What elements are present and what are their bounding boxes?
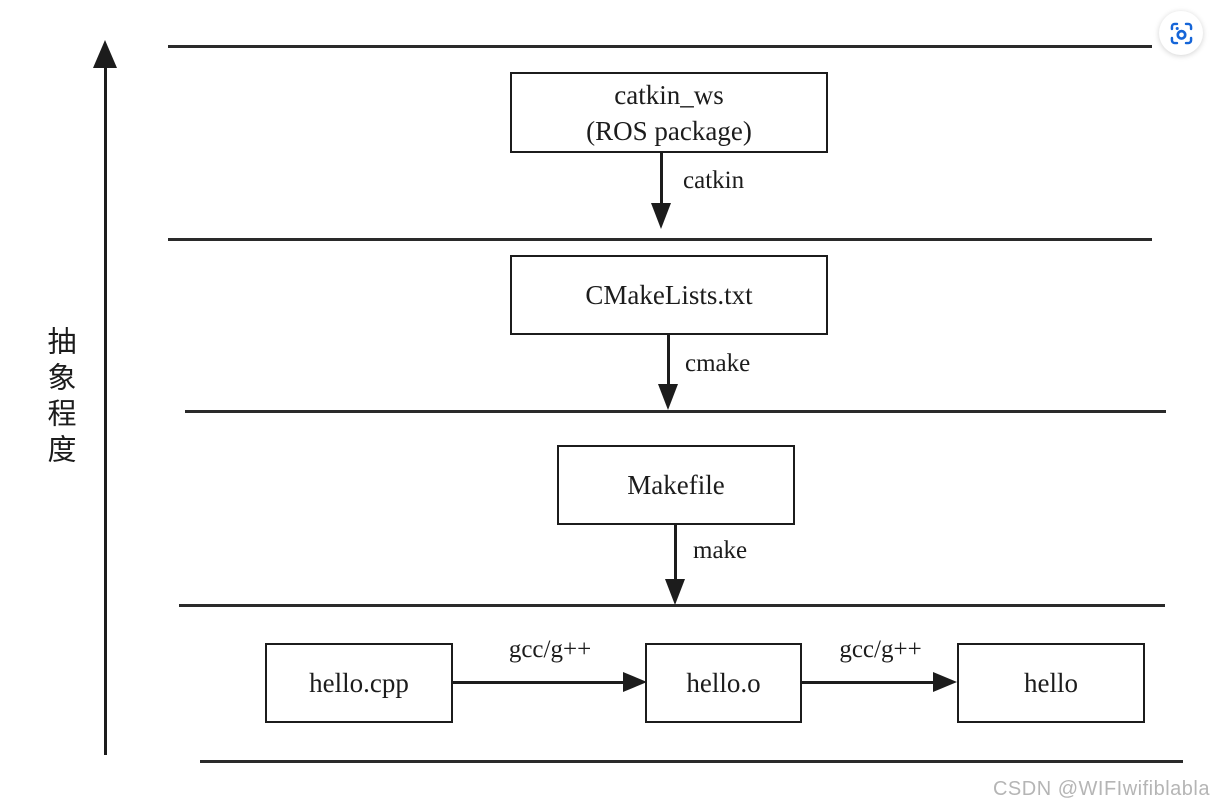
level-separator-1 [168, 45, 1152, 48]
node-makefile-label: Makefile [627, 470, 725, 500]
arrow-make-label: make [693, 537, 748, 564]
arrow-catkin-label: catkin [683, 167, 745, 194]
node-hello-label: hello [1024, 668, 1078, 698]
arrow-cmake-shaft [667, 335, 670, 386]
node-cmakelists: CMakeLists.txt [510, 255, 828, 335]
level-separator-2 [168, 238, 1152, 241]
arrow-cmake-label: cmake [685, 350, 751, 377]
axis-arrowhead-up [93, 40, 117, 68]
level-separator-4 [179, 604, 1165, 607]
node-hello-o: hello.o [645, 643, 802, 723]
arrow-catkin-head [651, 203, 671, 229]
node-hello-cpp: hello.cpp [265, 643, 453, 723]
arrow-gcc2-shaft [802, 681, 937, 684]
node-catkin-ws: catkin_ws (ROS package) [510, 72, 828, 153]
screenshot-capture-icon [1170, 22, 1192, 44]
node-makefile: Makefile [557, 445, 795, 525]
arrow-gcc1-label: gcc/g++ [508, 636, 592, 663]
arrow-catkin-shaft [660, 153, 663, 205]
node-hello-o-label: hello.o [686, 668, 761, 698]
axis-label: 抽象程度 [43, 326, 75, 470]
node-catkin-ws-line1: catkin_ws [614, 79, 724, 110]
watermark-text: CSDN @WIFIwifiblabla [992, 778, 1210, 800]
arrow-make-shaft [674, 525, 677, 581]
arrow-make-head [665, 579, 685, 605]
axis-arrow-line [104, 64, 107, 755]
arrow-gcc2-label: gcc/g++ [839, 636, 922, 663]
arrow-gcc1-shaft [453, 681, 625, 684]
node-cmakelists-label: CMakeLists.txt [585, 280, 753, 310]
arrow-gcc2-head [933, 672, 957, 692]
level-separator-3 [185, 410, 1166, 413]
node-hello: hello [957, 643, 1145, 723]
node-catkin-ws-line2: (ROS package) [586, 115, 752, 146]
arrow-gcc1-head [623, 672, 647, 692]
screenshot-capture-button[interactable] [1159, 11, 1203, 55]
level-separator-5 [200, 760, 1183, 763]
node-hello-cpp-label: hello.cpp [309, 668, 409, 698]
arrow-cmake-head [658, 384, 678, 410]
